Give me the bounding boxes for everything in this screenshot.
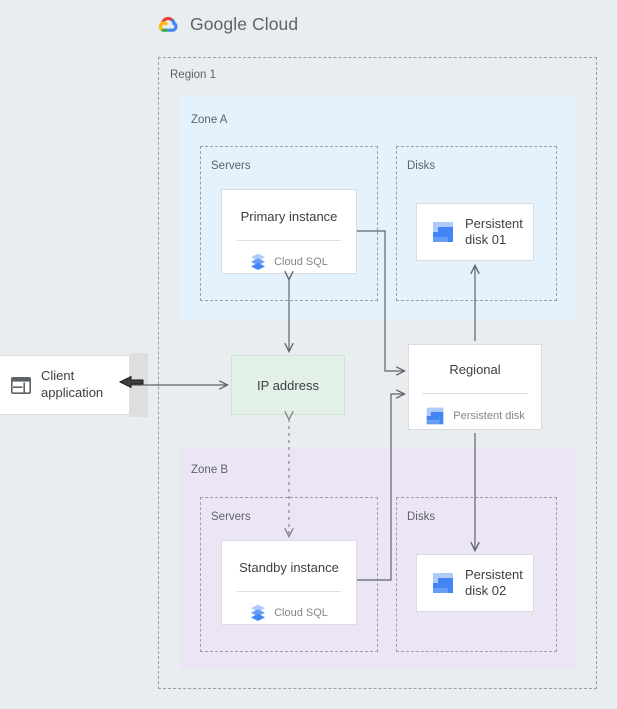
servers-group-label-zone-a: Servers	[211, 160, 251, 172]
primary-instance-sublabel: Cloud SQL	[274, 256, 328, 268]
client-application-line2: application	[41, 385, 104, 400]
disks-group-zone-a	[396, 146, 557, 301]
google-cloud-wordmark: Google Cloud	[190, 14, 298, 35]
client-application-line1: Client	[41, 368, 75, 384]
cloud-sql-icon	[250, 253, 266, 271]
primary-instance-card[interactable]: Primary instance Cloud SQL	[221, 189, 357, 274]
divider	[237, 591, 341, 592]
regional-disk-sublabel: Persistent disk	[453, 410, 525, 422]
regional-disk-title: Regional	[449, 362, 501, 377]
divider	[237, 240, 341, 241]
google-cloud-logo-icon	[155, 14, 181, 35]
persistent-disk-01-line1: Persistent	[465, 215, 523, 231]
google-cloud-brand-header: Google Cloud	[155, 14, 298, 35]
standby-instance-sublabel: Cloud SQL	[274, 607, 328, 619]
disks-group-label-zone-b: Disks	[407, 511, 436, 523]
disks-group-label-zone-a: Disks	[407, 160, 436, 172]
regional-persistent-disk-card[interactable]: Regional Persistent disk	[408, 344, 542, 430]
standby-instance-title: Standby instance	[239, 560, 339, 575]
zone-a-label: Zone A	[191, 114, 228, 126]
primary-instance-subrow: Cloud SQL	[222, 253, 356, 271]
mouse-pointer-icon	[118, 371, 144, 393]
primary-instance-title: Primary instance	[240, 209, 338, 224]
zone-b-label: Zone B	[191, 464, 229, 476]
persistent-disk-02-line2: disk 02	[465, 583, 507, 598]
cloud-sql-icon	[250, 604, 266, 622]
persistent-disk-icon	[425, 406, 445, 426]
persistent-disk-01-line2: disk 01	[465, 232, 507, 247]
ip-address-card[interactable]: IP address	[231, 355, 345, 415]
servers-group-label-zone-b: Servers	[211, 511, 251, 523]
regional-disk-subrow: Persistent disk	[409, 406, 541, 426]
region-label: Region 1	[170, 69, 217, 81]
brand-name-google: Google	[190, 14, 248, 34]
standby-instance-subrow: Cloud SQL	[222, 604, 356, 622]
ip-address-label: IP address	[257, 377, 319, 393]
brand-name-cloud: Cloud	[247, 14, 299, 34]
client-window-icon	[11, 376, 31, 394]
standby-instance-card[interactable]: Standby instance Cloud SQL	[221, 540, 357, 625]
region-container	[158, 57, 597, 689]
persistent-disk-icon	[431, 571, 455, 595]
divider	[422, 393, 528, 394]
persistent-disk-02-line1: Persistent	[465, 566, 523, 582]
persistent-disk-icon	[431, 220, 455, 244]
